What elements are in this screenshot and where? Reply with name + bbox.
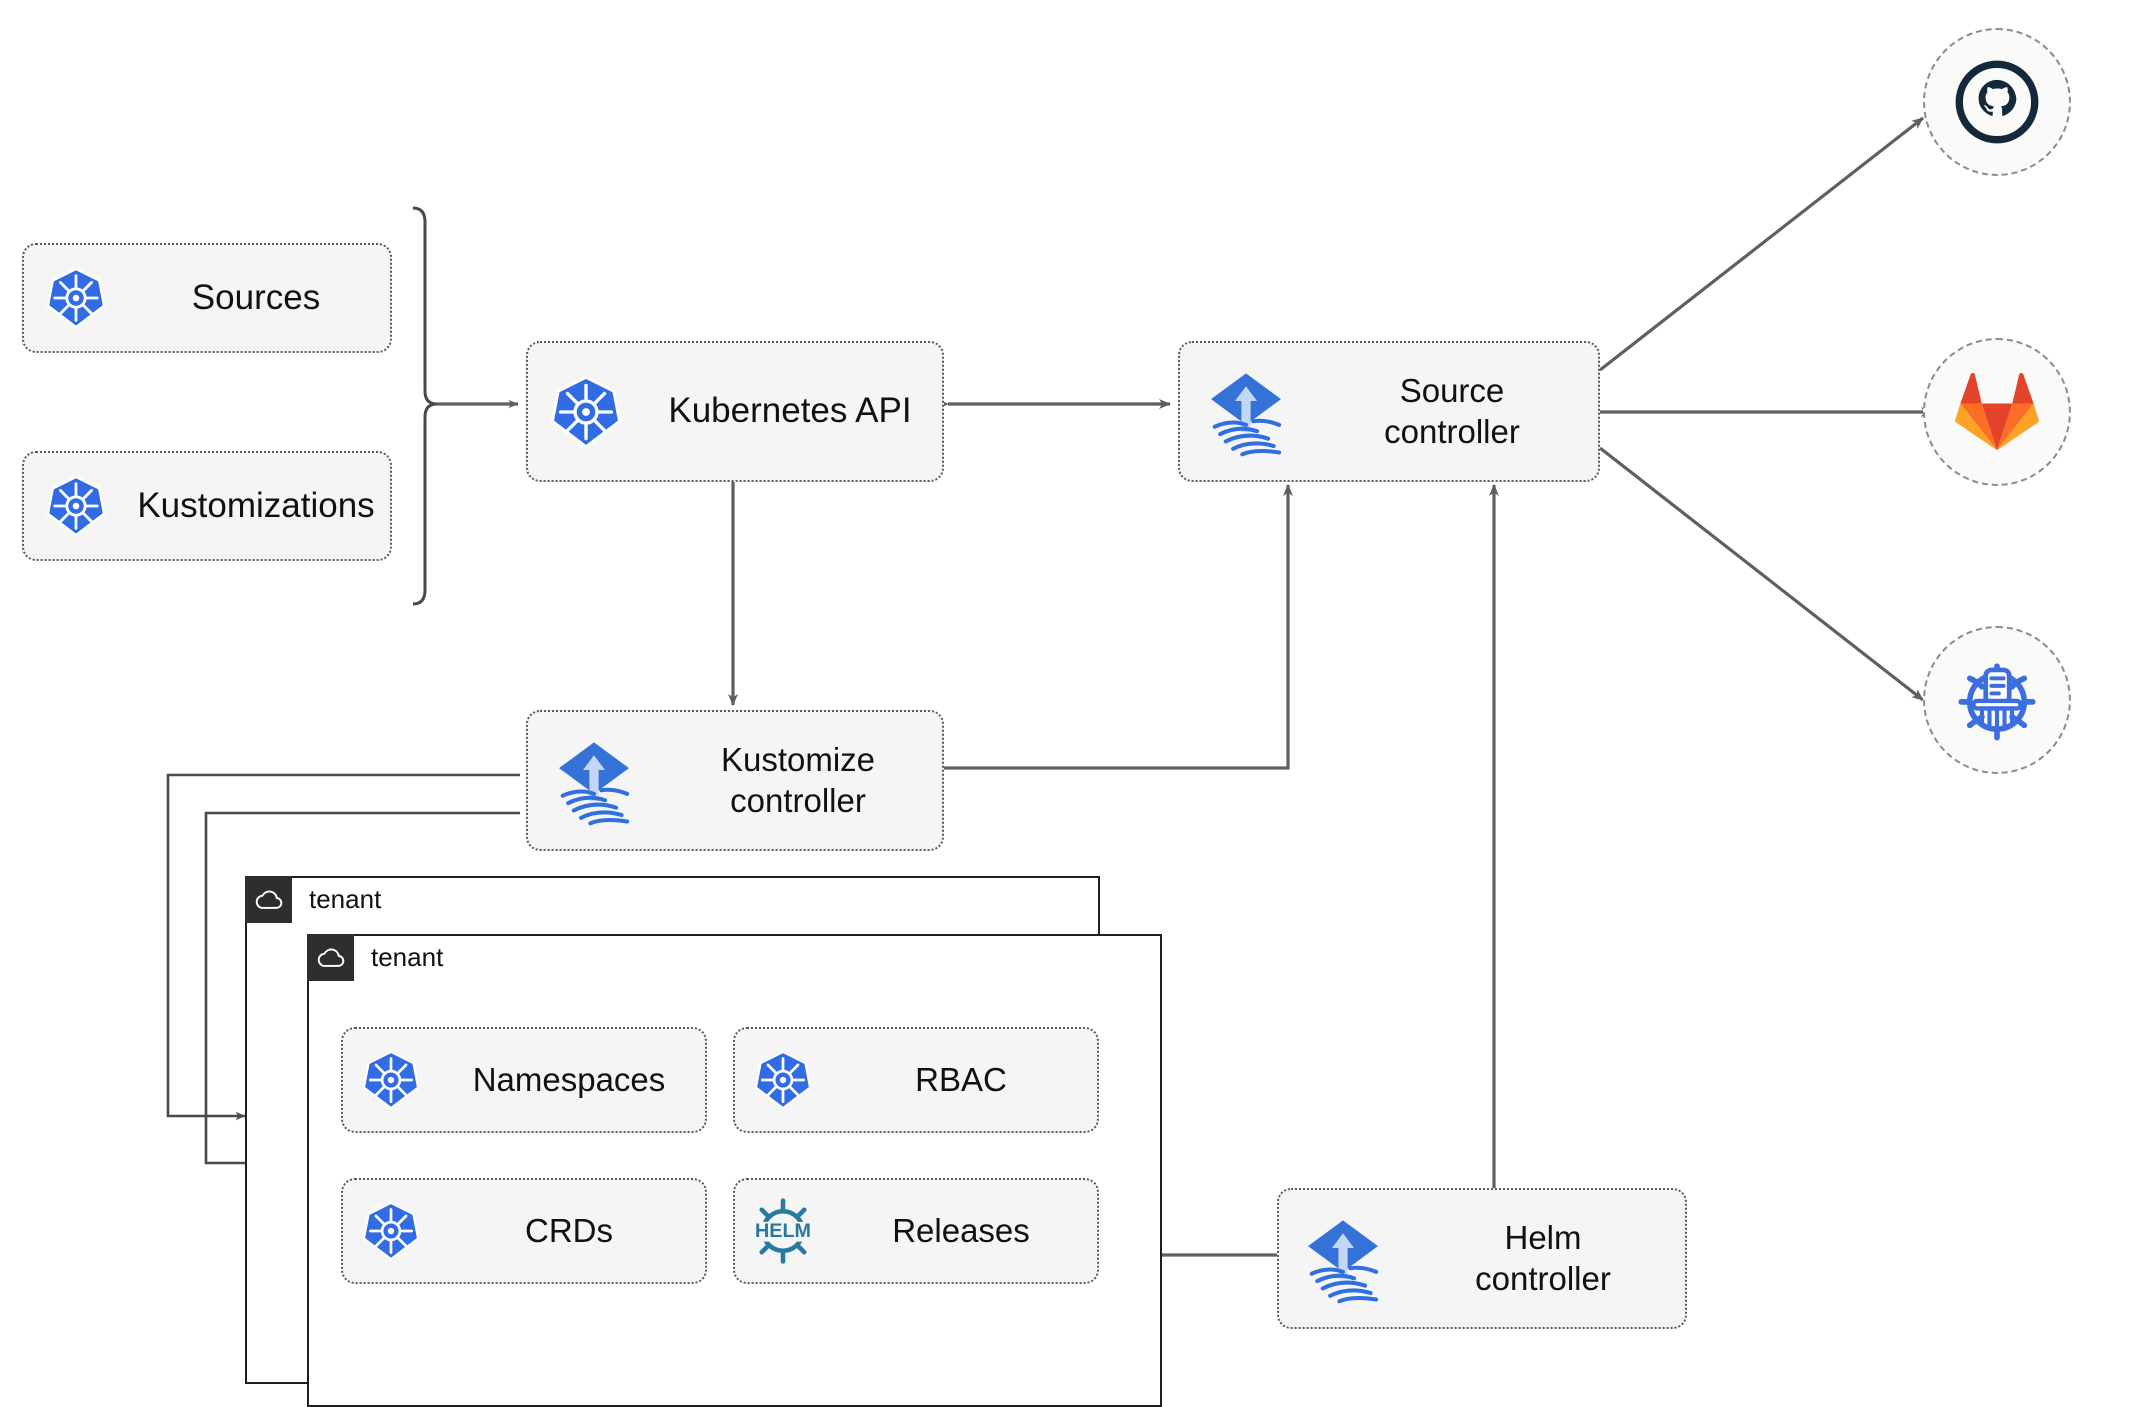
node-releases[interactable]: HELM Releases [733,1178,1099,1284]
github-icon [1955,60,2039,144]
cloud-icon [307,934,354,981]
svg-text:HELM: HELM [755,1220,811,1242]
helm-icon: HELM [735,1193,831,1269]
tenant-label: tenant [309,884,382,914]
tenant-label: tenant [371,942,444,972]
node-label: CRDs [525,1211,613,1249]
node-label: Kubernetes API [668,391,912,431]
provider-helm-repository[interactable] [1923,626,2071,774]
kubernetes-icon [528,375,644,449]
node-kubernetes-api[interactable]: Kubernetes API [526,341,944,482]
node-label: Namespaces [472,1060,666,1098]
cloud-icon [245,876,292,923]
node-namespaces[interactable]: Namespaces [341,1027,707,1133]
kubernetes-icon [24,267,128,329]
tenant-header-back[interactable]: tenant [245,876,805,923]
tenant-frame-front [307,934,1162,1407]
kubernetes-icon [735,1050,831,1110]
kubernetes-icon [343,1050,439,1110]
node-helm-controller[interactable]: Helm controller [1277,1188,1687,1329]
node-kustomizations[interactable]: Kustomizations [22,451,392,561]
node-source-controller[interactable]: Source controller [1178,341,1600,482]
node-sources[interactable]: Sources [22,243,392,353]
kubernetes-icon [343,1201,439,1261]
gitlab-icon [1955,372,2039,451]
node-crds[interactable]: CRDs [341,1178,707,1284]
kubernetes-icon [24,475,128,537]
provider-github[interactable] [1923,28,2071,176]
provider-gitlab[interactable] [1923,338,2071,486]
node-rbac[interactable]: RBAC [733,1027,1099,1133]
node-label: Kustomizations [137,485,375,525]
node-label: Source controller [1384,372,1520,450]
flux-icon [1180,366,1312,458]
helm-repository-icon [1958,663,2036,741]
flux-icon [1279,1213,1407,1305]
node-label: Helm controller [1475,1219,1611,1297]
node-label: Releases [892,1211,1030,1249]
node-kustomize-controller[interactable]: Kustomize controller [526,710,944,851]
node-label: Kustomize controller [720,741,876,819]
node-label: Sources [191,277,321,317]
tenant-header-front[interactable]: tenant [307,934,867,981]
flux-icon [528,735,660,827]
node-label: RBAC [915,1060,1007,1098]
